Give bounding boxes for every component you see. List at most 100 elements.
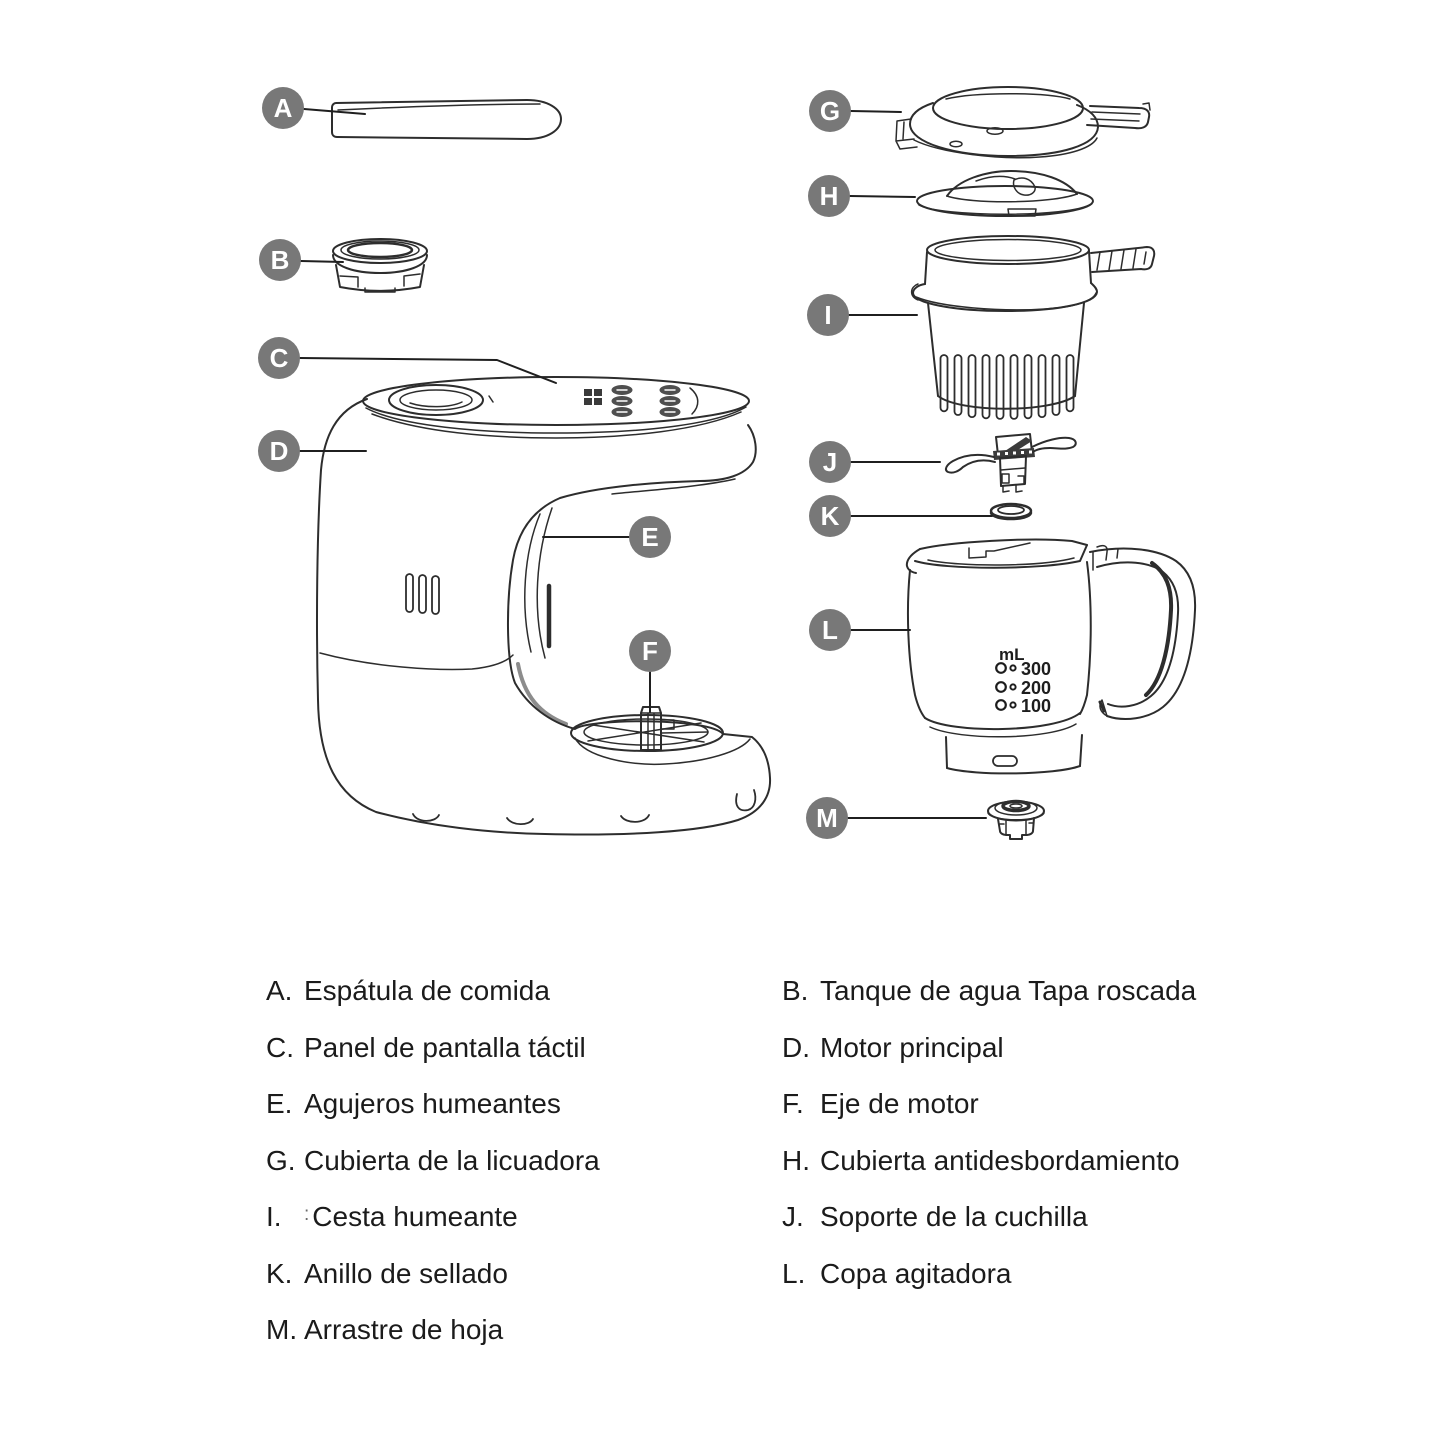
steam-slot	[953, 354, 963, 416]
legend-letter: J.	[782, 1201, 804, 1232]
motor-shaft	[640, 706, 675, 751]
legend-row-g: G.Cubierta de la licuadora	[266, 1140, 600, 1182]
legend-label: Tanque de agua Tapa roscada	[820, 975, 1197, 1006]
legend-label: Panel de pantalla táctil	[304, 1031, 586, 1063]
callout-f: F	[629, 630, 671, 672]
legend-row-i: I.:Cesta humeante	[266, 1196, 518, 1238]
legend-row-a: A. Espátula de comida	[266, 970, 550, 1012]
steam-slot	[1037, 354, 1047, 418]
steam-slot	[1051, 354, 1061, 416]
blade-left-wing	[944, 453, 996, 474]
legend-label: Soporte de la cuchilla	[820, 1201, 1088, 1232]
callout-d: D	[258, 430, 300, 472]
leader-line-g	[850, 110, 902, 113]
scale-dot-small	[1009, 701, 1017, 709]
leader-line-a	[303, 108, 366, 115]
legend-row-j: J. Soporte de la cuchilla	[782, 1196, 1088, 1238]
legend-row-e: E. Agujeros humeantes	[266, 1083, 561, 1125]
legend-label: Anillo de sellado	[304, 1257, 508, 1289]
part-m-blade-drive	[987, 799, 1045, 840]
part-i-steam-basket	[910, 235, 1156, 410]
steam-slot	[1065, 354, 1075, 413]
legend-row-m: M.Arrastre de hoja	[266, 1309, 503, 1351]
legend-row-h: H. Cubierta antidesbordamiento	[782, 1140, 1180, 1182]
cover-handle	[1086, 105, 1151, 130]
legend-label: Cubierta antidesbordamiento	[820, 1144, 1180, 1176]
legend-label: Cubierta de la licuadora	[304, 1144, 600, 1176]
display-grid-icon	[584, 389, 602, 405]
leader-line-h	[849, 195, 916, 198]
steam-slot	[967, 354, 977, 418]
legend-label: Espátula de comida	[304, 975, 550, 1006]
cup-handle	[1089, 547, 1197, 720]
legend-row-k: K. Anillo de sellado	[266, 1253, 508, 1295]
part-l-stirring-cup	[905, 538, 1197, 775]
legend-letter: F.	[782, 1088, 804, 1119]
scale-value: 100	[1021, 696, 1051, 716]
legend-row-d: D. Motor principal	[782, 1027, 1004, 1069]
callout-k: K	[809, 495, 851, 537]
scale-dot-large	[995, 681, 1007, 693]
legend-letter: L.	[782, 1257, 806, 1289]
part-b-tank-cap	[332, 238, 428, 293]
water-tank-opening	[388, 384, 484, 416]
legend-letter: I.	[266, 1201, 282, 1232]
legend-label: Agujeros humeantes	[304, 1088, 561, 1119]
scale-dot-small	[1009, 683, 1017, 691]
scale-value: 300	[1021, 659, 1051, 679]
legend-letter: A.	[266, 975, 293, 1006]
part-k-seal-ring	[989, 502, 1033, 521]
part-machine-body	[316, 376, 772, 836]
legend-letter: K.	[266, 1257, 293, 1289]
callout-a: A	[262, 87, 304, 129]
callout-m: M	[806, 797, 848, 839]
legend-label: Motor principal	[820, 1031, 1004, 1063]
callout-h: H	[808, 175, 850, 217]
scale-value: 200	[1021, 678, 1051, 698]
touch-panel	[362, 376, 750, 439]
legend-label: Eje de motor	[820, 1088, 979, 1119]
basket-steam-slots	[939, 354, 1075, 420]
steam-slot	[1009, 354, 1019, 420]
leader-line-b	[300, 260, 344, 263]
legend-stray-mark: :	[304, 1204, 310, 1225]
steam-slot	[981, 354, 991, 420]
basket-handle	[1090, 246, 1156, 273]
scale-dot-small	[1009, 664, 1017, 672]
part-j-blade-holder	[944, 433, 1077, 493]
callout-j: J	[809, 441, 851, 483]
cup-unit-label: mL	[999, 645, 1025, 664]
callout-c: C	[258, 337, 300, 379]
legend-label: Arrastre de hoja	[304, 1314, 504, 1345]
steam-slot	[939, 354, 949, 413]
leader-line-c	[299, 357, 557, 384]
callout-b: B	[259, 239, 301, 281]
legend-row-l: L.Copa agitadora	[782, 1253, 1011, 1295]
steam-slot	[1023, 354, 1033, 420]
legend-row-b: B.Tanque de agua Tapa roscada	[782, 970, 1196, 1012]
legend-letter: G.	[266, 1144, 296, 1176]
legend-row-c: C. Panel de pantalla táctil	[266, 1027, 586, 1069]
legend-row-f: F. Eje de motor	[782, 1083, 979, 1125]
steam-holes	[405, 573, 414, 613]
leader-lines	[299, 108, 993, 819]
cup-spout	[905, 548, 921, 574]
legend-letter: M.	[266, 1314, 298, 1345]
callout-l: L	[809, 609, 851, 651]
legend-letter: E.	[266, 1088, 293, 1119]
callout-g: G	[809, 90, 851, 132]
callout-e: E	[629, 516, 671, 558]
blade-right-wing	[1031, 436, 1077, 453]
scale-dot-large	[995, 699, 1007, 711]
part-a-spatula	[331, 99, 562, 140]
scale-dot-large	[995, 662, 1007, 674]
steam-slot	[995, 354, 1005, 420]
part-h-overflow-cover	[916, 170, 1094, 217]
legend-label: Cesta humeante	[312, 1201, 518, 1232]
legend-letter: C.	[266, 1031, 294, 1063]
legend-letter: H.	[782, 1144, 810, 1176]
legend-letter: D.	[782, 1031, 810, 1063]
